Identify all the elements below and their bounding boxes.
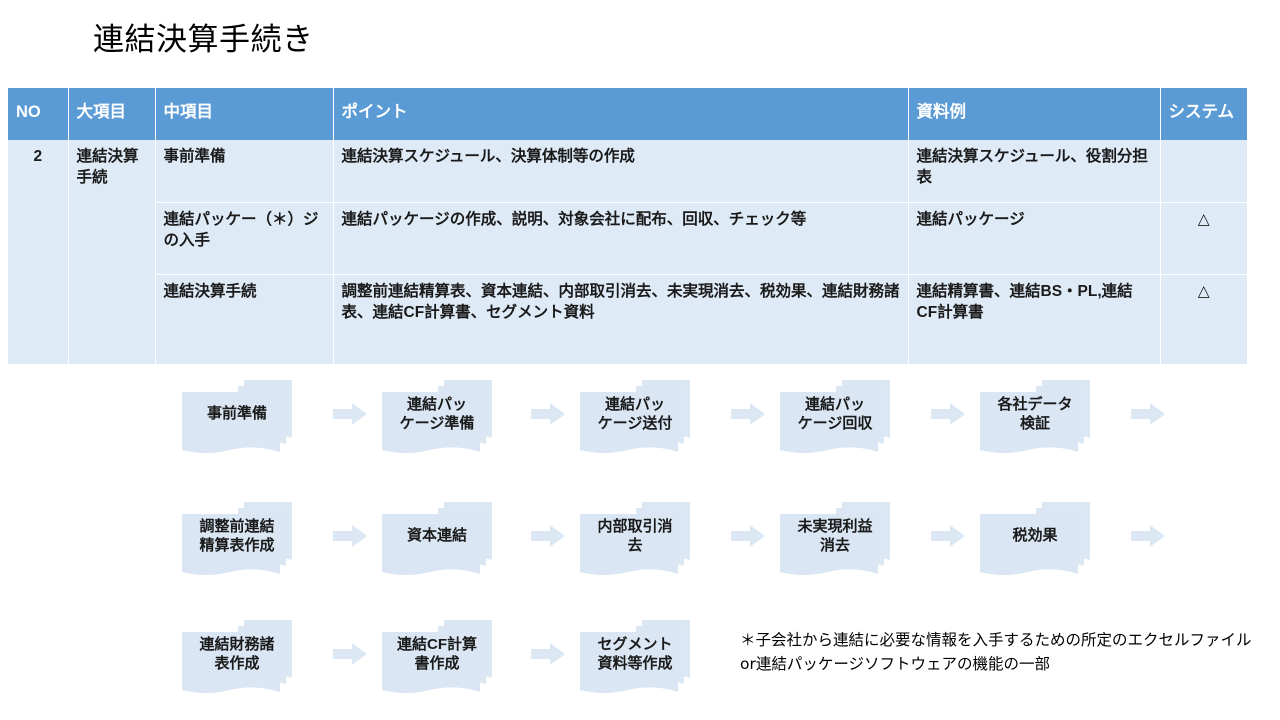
flow-step-shape[interactable]: 税効果 [978,498,1098,586]
column-header-doc: 資料例 [908,88,1161,140]
flow-arrow-icon [333,642,367,666]
flow-step-shape[interactable]: 調整前連結 精算表作成 [180,498,300,586]
flow-step-shape[interactable]: 資本連結 [380,498,500,586]
cell-middle: 事前準備 [155,140,334,203]
cell-point: 調整前連結精算表、資本連結、内部取引消去、未実現消去、税効果、連結財務諸表、連結… [333,274,909,364]
flow-diagram: 事前準備 連結パッ ケージ準備 連結パッ ケージ送付 連結パッ ケージ回収 各社… [0,368,1280,720]
flow-arrow-icon [931,402,965,426]
footnote-text: ＊子会社から連結に必要な情報を入手するための所定のエクセルファイルor連結パッケ… [740,631,1252,674]
cell-middle: 連結パッケー（＊）ジの入手 [155,202,334,275]
cell-system: △ [1160,274,1247,364]
flow-step-shape[interactable]: セグメント 資料等作成 [578,616,698,704]
flow-step-shape[interactable]: 連結CF計算 書作成 [380,616,500,704]
cell-doc: 連結決算スケジュール、役割分担表 [908,140,1161,203]
flow-arrow-icon [333,524,367,548]
flow-step-shape[interactable]: 連結パッ ケージ回収 [778,376,898,464]
flow-arrow-icon-trailing [1131,524,1165,548]
flow-step-shape[interactable]: 連結パッ ケージ準備 [380,376,500,464]
flow-arrow-icon [531,402,565,426]
cell-doc: 連結パッケージ [908,202,1161,275]
process-table: NO 大項目 中項目 ポイント 資料例 システム 2 連結決算手続 事前準備 連… [8,88,1247,365]
cell-system: △ [1160,202,1247,275]
column-header-no: NO [8,88,69,140]
flow-step-shape[interactable]: 連結パッ ケージ送付 [578,376,698,464]
flow-row-2: 調整前連結 精算表作成 資本連結 内部取引消 去 未実現利益 消去 税効果 [0,498,1280,594]
flow-arrow-icon [531,642,565,666]
flow-step-shape[interactable]: 内部取引消 去 [578,498,698,586]
flow-step-shape[interactable]: 事前準備 [180,376,300,464]
column-header-middle: 中項目 [155,88,334,140]
table-row: 連結パッケー（＊）ジの入手 連結パッケージの作成、説明、対象会社に配布、回収、チ… [8,202,1247,275]
flow-arrow-icon [931,524,965,548]
table-header-row: NO 大項目 中項目 ポイント 資料例 システム [8,88,1247,140]
table-row: 連結決算手続 調整前連結精算表、資本連結、内部取引消去、未実現消去、税効果、連結… [8,274,1247,364]
flow-arrow-icon [731,524,765,548]
flow-arrow-icon [731,402,765,426]
flow-arrow-icon [531,524,565,548]
cell-system [1160,140,1247,203]
column-header-system: システム [1160,88,1247,140]
page-title: 連結決算手続き [93,22,314,57]
cell-major: 連結決算手続 [68,140,156,365]
column-header-major: 大項目 [68,88,156,140]
cell-point: 連結パッケージの作成、説明、対象会社に配布、回収、チェック等 [333,202,909,275]
column-header-point: ポイント [333,88,909,140]
cell-no: 2 [8,140,69,365]
flow-step-shape[interactable]: 各社データ 検証 [978,376,1098,464]
cell-point: 連結決算スケジュール、決算体制等の作成 [333,140,909,203]
flow-arrow-icon [333,402,367,426]
flow-step-shape[interactable]: 未実現利益 消去 [778,498,898,586]
cell-doc: 連結精算書、連結BS・PL,連結CF計算書 [908,274,1161,364]
flow-row-1: 事前準備 連結パッ ケージ準備 連結パッ ケージ送付 連結パッ ケージ回収 各社… [0,376,1280,472]
cell-middle: 連結決算手続 [155,274,334,364]
table-row: 2 連結決算手続 事前準備 連結決算スケジュール、決算体制等の作成 連結決算スケ… [8,140,1247,365]
flow-arrow-icon-trailing [1131,402,1165,426]
flow-step-shape[interactable]: 連結財務諸 表作成 [180,616,300,704]
